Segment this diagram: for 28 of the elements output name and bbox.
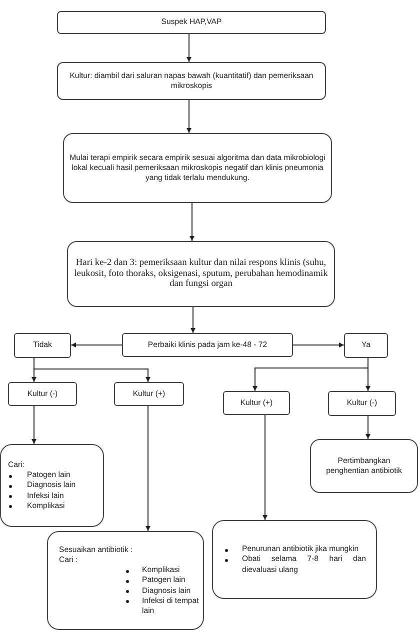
box-text: Hari ke-2 dan 3: pemeriksaan kultur dan nilai respons klinis (suhu, leukosit, foto thoraks, oksigenasi, sputum, perubahan hemodinamik dan fungsi organ <box>73 258 329 290</box>
arrow <box>32 406 36 444</box>
process-box <box>63 133 332 203</box>
process-box <box>57 62 326 100</box>
process-box <box>114 382 184 406</box>
process-box <box>223 391 290 415</box>
arrow <box>366 358 370 392</box>
arrow <box>186 100 192 134</box>
arrow <box>70 342 122 348</box>
arrow <box>366 416 370 440</box>
arrow <box>190 306 196 334</box>
note-box <box>212 520 377 599</box>
arrow <box>262 414 268 520</box>
process-box <box>8 382 77 406</box>
process-box <box>122 333 293 357</box>
note-box <box>47 531 204 630</box>
process-box <box>67 241 335 307</box>
process-box <box>57 11 326 34</box>
process-box <box>344 333 388 358</box>
arrow <box>186 34 192 62</box>
process-box <box>310 439 418 493</box>
note-box <box>0 444 104 527</box>
arrow <box>190 202 194 242</box>
arrow <box>292 342 344 348</box>
arrow <box>146 406 150 532</box>
process-box <box>328 391 396 416</box>
arrow <box>34 358 150 382</box>
process-box <box>14 333 71 358</box>
